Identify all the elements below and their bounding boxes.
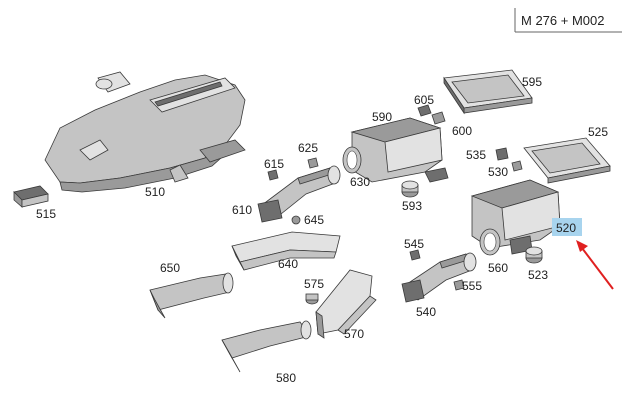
label-525: 525 — [588, 125, 608, 139]
intake-hose-icon[interactable] — [257, 165, 341, 223]
label-640: 640 — [278, 257, 298, 271]
sensor-icon[interactable] — [417, 104, 446, 125]
highlight-box — [552, 218, 582, 236]
label-545: 545 — [404, 237, 424, 251]
grommet-2-icon[interactable] — [525, 246, 543, 264]
engine-cover-icon[interactable] — [44, 71, 246, 193]
air-filter-housing-icon[interactable] — [350, 117, 449, 183]
grommet-icon[interactable] — [401, 180, 419, 198]
air-filter-element-2-icon[interactable] — [523, 137, 611, 184]
intake-hose-3-icon[interactable] — [221, 320, 312, 373]
label-523: 523 — [528, 268, 548, 282]
label-575: 575 — [304, 277, 324, 291]
air-filter-element-icon[interactable] — [443, 69, 533, 115]
label-630: 630 — [350, 175, 370, 189]
label-595: 595 — [522, 75, 542, 89]
label-535: 535 — [466, 148, 486, 162]
air-duct-icon[interactable] — [231, 231, 341, 271]
pad-icon[interactable] — [13, 185, 49, 208]
label-600: 600 — [452, 124, 472, 138]
highlighted-part-marker[interactable]: 520 — [552, 218, 614, 290]
red-arrow-icon — [581, 247, 614, 290]
diagram-title: M 276 + M002 — [521, 13, 604, 28]
label-530: 530 — [488, 165, 508, 179]
label-593: 593 — [402, 199, 422, 213]
bolt-2-icon[interactable] — [409, 249, 465, 291]
label-520: 520 — [556, 221, 576, 235]
intake-hose-4-icon[interactable] — [401, 252, 477, 303]
grommet-3-icon[interactable] — [305, 293, 319, 305]
label-605: 605 — [414, 93, 434, 107]
label-650: 650 — [160, 261, 180, 275]
gasket-ring-icon[interactable] — [342, 146, 362, 174]
air-duct-2-icon[interactable] — [315, 269, 377, 339]
label-625: 625 — [298, 141, 318, 155]
clip-icon[interactable] — [495, 147, 523, 172]
title-box: M 276 + M002 — [514, 8, 622, 33]
label-570: 570 — [344, 327, 364, 341]
label-615: 615 — [264, 157, 284, 171]
label-580: 580 — [276, 371, 296, 385]
label-560: 560 — [488, 261, 508, 275]
gasket-ring-2-icon[interactable] — [479, 228, 501, 256]
intake-hose-2-icon[interactable] — [149, 272, 234, 319]
label-645: 645 — [304, 213, 324, 227]
label-555: 555 — [462, 279, 482, 293]
label-590: 590 — [372, 110, 392, 124]
label-510: 510 — [145, 185, 165, 199]
label-540: 540 — [416, 305, 436, 319]
bolt-icon[interactable] — [267, 157, 319, 225]
label-515: 515 — [36, 207, 56, 221]
label-610: 610 — [232, 203, 252, 217]
